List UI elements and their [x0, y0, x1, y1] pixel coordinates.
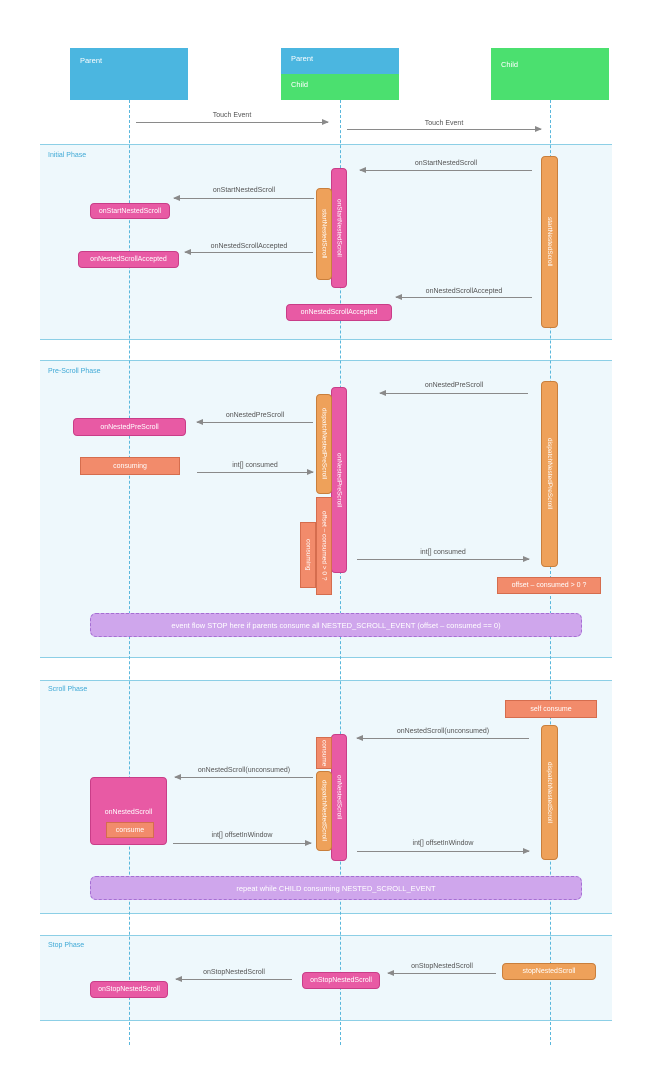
- middle-parent-header: Parent: [281, 48, 399, 74]
- touch-event-arrow-2: [347, 126, 542, 132]
- parent-consume-box: consume: [106, 822, 154, 838]
- child-header: Child: [491, 48, 609, 100]
- mid-prescroll-activation-inner: dispatchNestedPreScroll: [316, 394, 332, 494]
- parent-consuming-box: consuming: [80, 457, 180, 475]
- child-self-consume: self consume: [505, 700, 597, 718]
- touch-event-label-2: Touch Event: [424, 120, 464, 127]
- stop-phase-label: Stop Phase: [48, 942, 85, 949]
- scroll-phase-label: Scroll Phase: [48, 686, 88, 693]
- parent-accepted-box: onNestedScrollAccepted: [78, 251, 179, 268]
- scroll-msg-mid-arrow: [174, 774, 313, 780]
- prescroll-consumed-child-label: int[] consumed: [420, 549, 466, 556]
- parent-lifeline: [129, 100, 130, 1045]
- scroll-msg-child-label: onNestedScroll(unconsumed): [396, 728, 490, 735]
- prescroll-consumed-child-arrow: [357, 556, 530, 562]
- scroll-offset-back-arrow: [173, 840, 312, 846]
- mid-offset-vertical: offset – consumed > 0 ?: [316, 497, 332, 595]
- parent-scroll-label: onNestedScroll: [104, 808, 153, 816]
- scroll-repeat-note: repeat while CHILD consuming NESTED_SCRO…: [90, 876, 582, 900]
- stop-msg-mid-label: onStopNestedScroll: [203, 969, 265, 976]
- mid-scroll-consume: consume: [316, 737, 332, 769]
- mid-scroll-activation-outer: onNestedScroll: [331, 734, 347, 861]
- mid-stop-box: onStopNestedScroll: [302, 972, 380, 989]
- stop-msg-mid-arrow: [175, 976, 292, 982]
- child-stop-box: stopNestedScroll: [502, 963, 596, 980]
- initial-accepted-child-label: onNestedScrollAccepted: [425, 288, 503, 295]
- parent-stop-box: onStopNestedScroll: [90, 981, 168, 998]
- initial-accepted-mid-arrow: [184, 249, 313, 255]
- mid-start-activation-outer: onStartNestedScroll: [331, 168, 347, 288]
- parent-start-box: onStartNestedScroll: [90, 203, 170, 219]
- initial-msg-mid-arrow: [173, 195, 314, 201]
- scroll-msg-child-arrow: [356, 735, 529, 741]
- scroll-msg-mid-label: onNestedScroll(unconsumed): [197, 767, 291, 774]
- child-scroll-activation: dispatchNestedScroll: [541, 725, 558, 860]
- initial-msg-child-arrow: [359, 167, 532, 173]
- mid-start-activation-inner: startNestedScroll: [316, 188, 332, 280]
- initial-accepted-mid-label: onNestedScrollAccepted: [210, 243, 288, 250]
- touch-event-arrow-1: [136, 119, 329, 125]
- initial-phase-label: Initial Phase: [48, 152, 87, 159]
- initial-accepted-child-arrow: [395, 294, 532, 300]
- prescroll-phase-label: Pre-Scroll Phase: [48, 368, 101, 375]
- child-offset-box: offset – consumed > 0 ?: [497, 577, 601, 594]
- prescroll-consumed-back-label: int[] consumed: [232, 462, 278, 469]
- prescroll-msg-child-label: onNestedPreScroll: [424, 382, 484, 389]
- scroll-offset-child-label: int[] offsetInWindow: [412, 840, 474, 847]
- touch-event-label-1: Touch Event: [212, 112, 252, 119]
- mid-prescroll-activation-outer: onNestedPreScroll: [331, 387, 347, 573]
- stop-msg-child-label: onStopNestedScroll: [411, 963, 473, 970]
- prescroll-consumed-back-arrow: [197, 469, 314, 475]
- scroll-offset-child-arrow: [357, 848, 530, 854]
- mid-accepted-box: onNestedScrollAccepted: [286, 304, 392, 321]
- mid-scroll-activation-inner: dispatchNestedScroll: [316, 771, 332, 851]
- child-lifeline: [550, 100, 551, 1045]
- initial-msg-mid-label: onStartNestedScroll: [212, 187, 276, 194]
- child-prescroll-activation: dispatchNestedPreScroll: [541, 381, 558, 567]
- parent-prescroll-box: onNestedPreScroll: [73, 418, 186, 436]
- scroll-offset-back-label: int[] offsetInWindow: [211, 832, 273, 839]
- middle-child-header: Child: [281, 74, 399, 100]
- mid-consuming-vertical: consuming: [300, 522, 316, 588]
- stop-msg-child-arrow: [387, 970, 496, 976]
- parent-header: Parent: [70, 48, 188, 100]
- prescroll-msg-mid-label: onNestedPreScroll: [225, 412, 285, 419]
- prescroll-stop-note: event flow STOP here if parents consume …: [90, 613, 582, 637]
- initial-msg-child-label: onStartNestedScroll: [414, 160, 478, 167]
- prescroll-msg-child-arrow: [379, 390, 528, 396]
- child-start-activation: startNestedScroll: [541, 156, 558, 328]
- prescroll-msg-mid-arrow: [196, 419, 313, 425]
